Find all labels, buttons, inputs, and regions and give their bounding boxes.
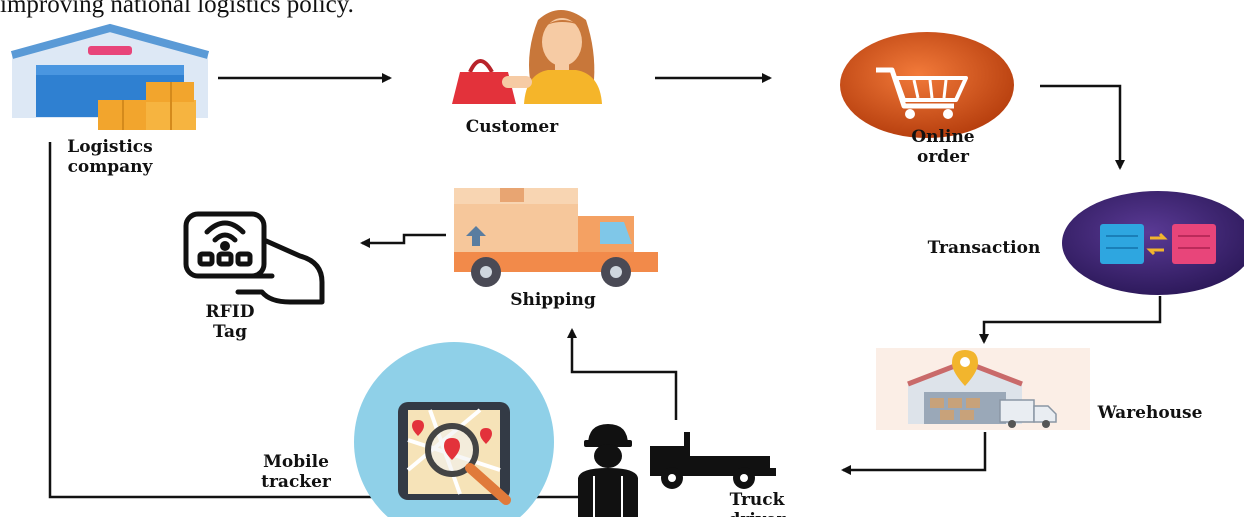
label-truck-driver: Truckdriver [729,490,787,517]
label-shipping: Shipping [510,290,596,310]
label-warehouse: Warehouse [1097,403,1203,423]
server-transfer-icon [1062,191,1244,295]
warehouse-boxes-icon [10,23,210,130]
arrow-shipping-to-rfid [360,233,446,248]
rfid-card-icon [183,211,325,305]
driver-truck-icon [578,424,776,517]
label-transaction: Transaction [928,238,1041,258]
arrow-warehouse-to-driver [841,432,987,475]
phone-map-search-icon [354,342,554,517]
arrow-transaction-to-warehouse [979,296,1162,344]
label-customer: Customer [466,117,559,137]
warehouse-pin-icon [876,348,1090,430]
shopper-woman-icon [452,10,602,104]
intro-text: improving national logistics policy. [0,0,354,18]
arrow-driver-to-shipping [567,328,678,420]
arrow-order-to-transaction [1040,84,1125,170]
delivery-truck-icon [454,188,658,287]
shopping-cart-icon [840,32,1014,138]
